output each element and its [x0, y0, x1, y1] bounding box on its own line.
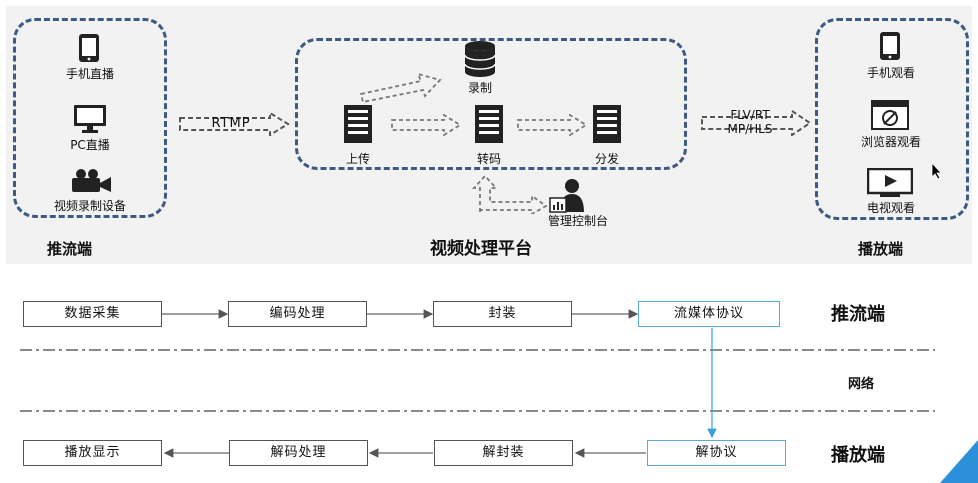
tv-icon — [867, 168, 913, 197]
video-camera-icon — [72, 169, 111, 192]
play-group — [815, 18, 969, 220]
play-protocol-line1: FLV/RT — [730, 108, 770, 122]
push-side-label: 推流端 — [831, 304, 885, 325]
database-icon — [464, 41, 496, 77]
flow-step-encode: 编码处理 — [228, 301, 367, 327]
mouse-cursor-icon — [931, 162, 942, 180]
play-item-label: 电视观看 — [866, 201, 915, 215]
flow-step-unpackage: 解封装 — [434, 440, 573, 466]
push-group — [13, 18, 167, 218]
flow-step-deprotocol: 解协议 — [647, 440, 786, 466]
push-item-label: 视频录制设备 — [53, 199, 126, 213]
network-label: 网络 — [848, 377, 875, 392]
play-item-label: 手机观看 — [866, 66, 915, 80]
server-upload-icon — [344, 105, 372, 143]
upload-label: 上传 — [345, 152, 370, 166]
browser-icon — [871, 100, 909, 130]
phone-icon — [79, 34, 99, 62]
play-protocol-line2: MP/HLS — [727, 122, 773, 136]
rtmp-arrow — [179, 112, 290, 136]
admin-label: 管理控制台 — [547, 214, 608, 228]
server-distribute-icon — [593, 105, 621, 143]
play-side-label: 播放端 — [831, 445, 885, 466]
phone-icon — [880, 32, 900, 60]
admin-user-icon — [549, 179, 584, 213]
record-arrow — [359, 72, 442, 104]
flow-step-package: 封装 — [433, 301, 572, 327]
flow-step-display: 播放显示 — [23, 440, 162, 466]
record-label: 录制 — [467, 81, 492, 95]
upload-transcode-arrow — [391, 114, 462, 136]
platform-group — [295, 38, 687, 170]
flow-step-protocol: 流媒体协议 — [638, 301, 780, 327]
rtmp-label: RTMP — [211, 116, 251, 131]
transcode-distribute-arrow — [517, 114, 588, 136]
monitor-icon — [74, 105, 106, 133]
flow-step-decode: 解码处理 — [229, 440, 368, 466]
push-caption: 推流端 — [47, 240, 93, 258]
transcode-label: 转码 — [476, 152, 501, 166]
play-protocol-arrow — [701, 110, 812, 136]
play-caption: 播放端 — [858, 240, 904, 258]
distribute-label: 分发 — [594, 152, 619, 166]
platform-caption: 视频处理平台 — [430, 239, 532, 259]
play-item-label: 浏览器观看 — [860, 135, 921, 149]
admin-arrow — [471, 174, 548, 214]
push-item-label: 手机直播 — [65, 67, 114, 81]
server-transcode-icon — [475, 105, 503, 143]
flow-step-collect: 数据采集 — [23, 301, 162, 327]
push-item-label: PC直播 — [70, 138, 110, 152]
play-protocol-label: FLV/RT MP/HLS — [710, 108, 790, 136]
